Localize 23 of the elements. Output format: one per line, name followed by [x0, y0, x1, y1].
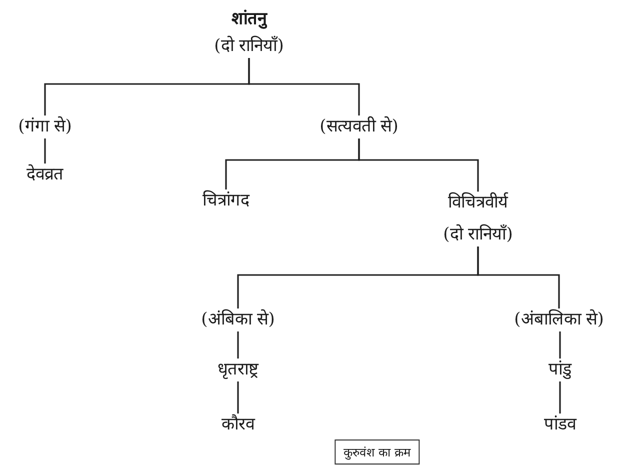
- person-name: विचित्रवीर्य: [447, 192, 510, 214]
- lineage-name: कौरव: [222, 414, 254, 436]
- connector-line: [559, 331, 561, 359]
- wives-note: (दो रानियाँ): [214, 35, 284, 58]
- person-name: चित्रांगद: [202, 190, 250, 212]
- mother-label: (गंगा से): [18, 116, 72, 138]
- mother-label: (अंबिका से): [201, 308, 275, 332]
- person-name: शांतनु: [230, 8, 268, 31]
- wives-note: (दो रानियाँ): [443, 224, 513, 246]
- connector-line: [559, 381, 561, 414]
- connector-line: [248, 58, 360, 116]
- caption: कुरुवंश का क्रम: [334, 440, 420, 464]
- connector-line: [44, 138, 46, 164]
- connector-line: [358, 138, 479, 192]
- person-name: पांडु: [548, 358, 572, 382]
- mother-label: (अंबालिका से): [514, 308, 604, 332]
- lineage-name: पांडव: [544, 414, 576, 436]
- mother-label: (सत्यवती से): [320, 116, 398, 138]
- person-name: देवव्रत: [26, 164, 64, 186]
- person-name: धृतराष्ट्र: [218, 358, 258, 382]
- connector-line: [237, 381, 239, 414]
- connector-line: [237, 331, 239, 359]
- connector-line: [477, 246, 560, 309]
